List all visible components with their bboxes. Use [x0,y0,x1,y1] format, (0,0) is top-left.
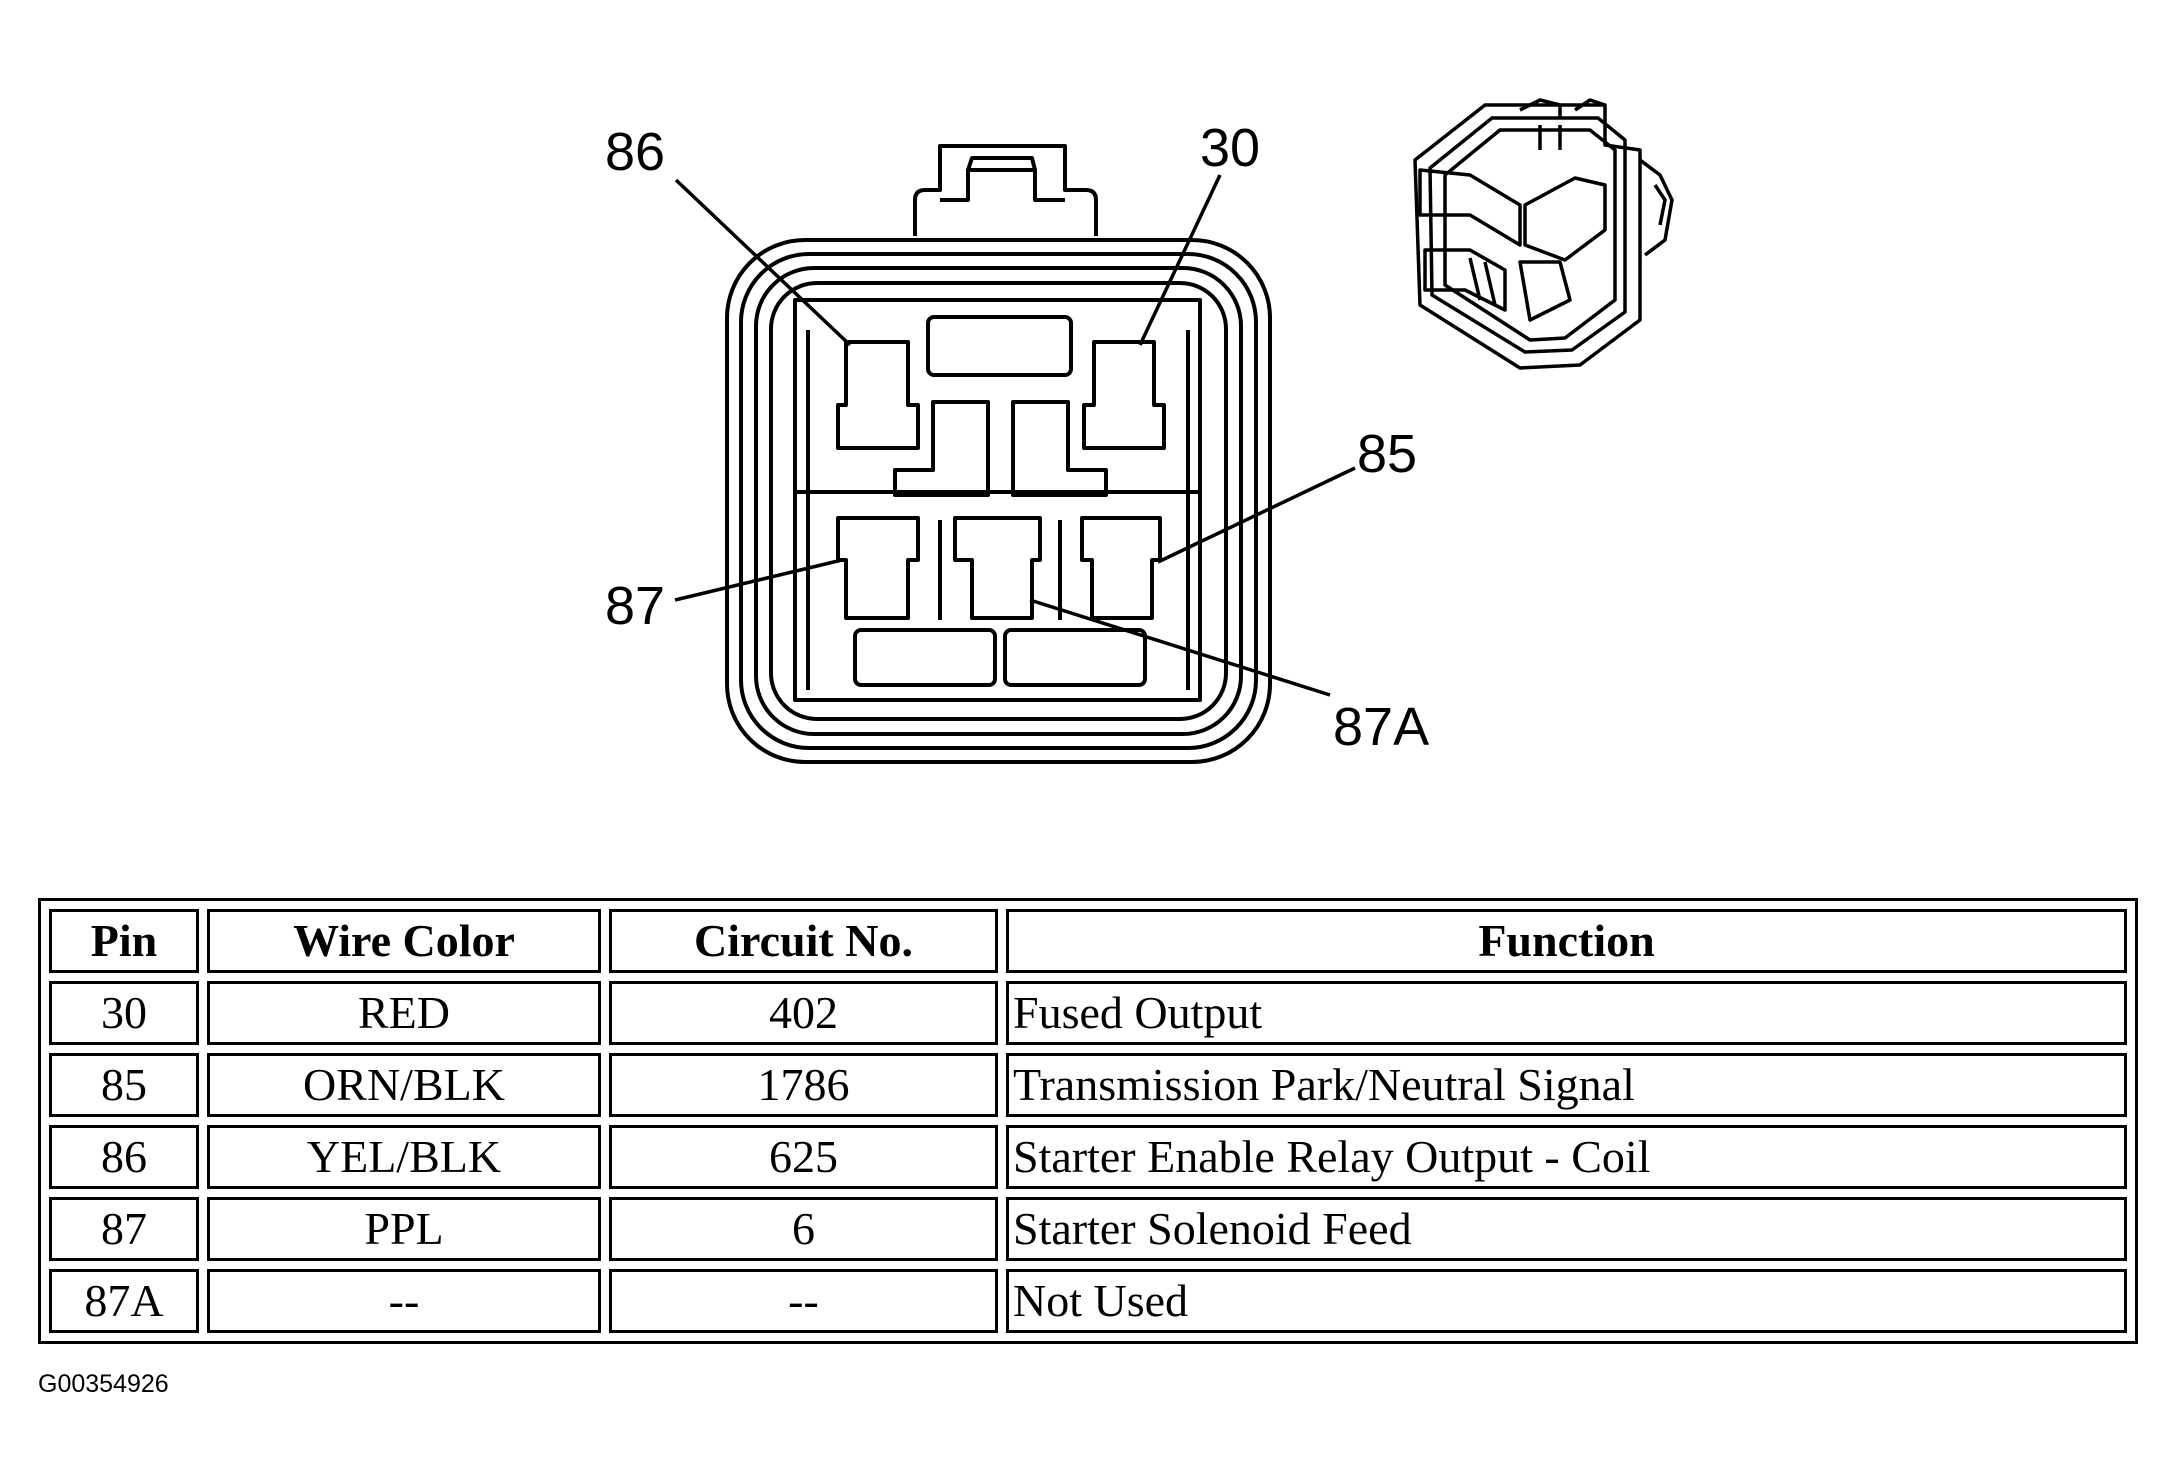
cavity-frame [793,298,1202,702]
cell-function: Starter Solenoid Feed [1006,1197,2127,1261]
cell-pin: 86 [49,1125,199,1189]
leader-87 [674,558,843,602]
cell-wire-color: ORN/BLK [207,1053,601,1117]
table-row: 87 PPL 6 Starter Solenoid Feed [49,1197,2127,1261]
cell-pin: 87A [49,1269,199,1333]
cell-circuit-no: 6 [609,1197,998,1261]
cell-function: Fused Output [1006,981,2127,1045]
header-circuit-no: Circuit No. [609,909,998,973]
table-header-row: Pin Wire Color Circuit No. Function [49,909,2127,973]
housing-ring-3 [754,266,1243,736]
cell-function: Not Used [1006,1269,2127,1333]
header-function: Function [1006,909,2127,973]
cell-function: Transmission Park/Neutral Signal [1006,1053,2127,1117]
terminal-85 [1080,516,1162,620]
cell-function: Starter Enable Relay Output - Coil [1006,1125,2127,1189]
locking-tab [913,144,1098,236]
cell-circuit-no: 625 [609,1125,998,1189]
label-87a: 87A [1333,697,1429,757]
terminal-86 [836,340,920,450]
lower-window-left [853,628,997,687]
header-wire-color: Wire Color [207,909,601,973]
center-window [926,315,1073,377]
figure-id: G00354926 [38,1370,169,1398]
leader-30 [1138,174,1222,346]
table-row: 86 YEL/BLK 625 Starter Enable Relay Outp… [49,1125,2127,1189]
lower-window-right [1003,628,1147,687]
cell-pin: 30 [49,981,199,1045]
terminal-30 [1082,340,1166,450]
housing-outer-ring [725,238,1272,764]
table-row: 85 ORN/BLK 1786 Transmission Park/Neutra… [49,1053,2127,1117]
center-bridge [893,400,1108,497]
cell-circuit-no: 402 [609,981,998,1045]
table-row: 30 RED 402 Fused Output [49,981,2127,1045]
locking-tab-inner [940,168,1065,202]
connector-3d-view [1413,98,1674,370]
cell-wire-color: YEL/BLK [207,1125,601,1189]
cell-pin: 87 [49,1197,199,1261]
leader-87a [1029,598,1331,697]
housing-ring-2 [739,252,1258,750]
locking-tab-notch [966,156,1037,171]
leader-86 [674,178,852,347]
label-85: 85 [1357,424,1417,484]
housing-inner-body [769,281,1228,721]
label-86: 86 [605,122,665,182]
label-87: 87 [605,576,665,636]
terminal-87a [953,516,1042,620]
cell-wire-color: PPL [207,1197,601,1261]
header-pin: Pin [49,909,199,973]
table-row: 87A -- -- Not Used [49,1269,2127,1333]
pin-table: Pin Wire Color Circuit No. Function 30 R… [38,898,2138,1344]
terminal-87 [836,516,920,620]
cell-circuit-no: -- [609,1269,998,1333]
cell-wire-color: RED [207,981,601,1045]
cell-circuit-no: 1786 [609,1053,998,1117]
cell-wire-color: -- [207,1269,601,1333]
leader-85 [1157,466,1356,564]
cell-pin: 85 [49,1053,199,1117]
label-30: 30 [1200,118,1260,178]
